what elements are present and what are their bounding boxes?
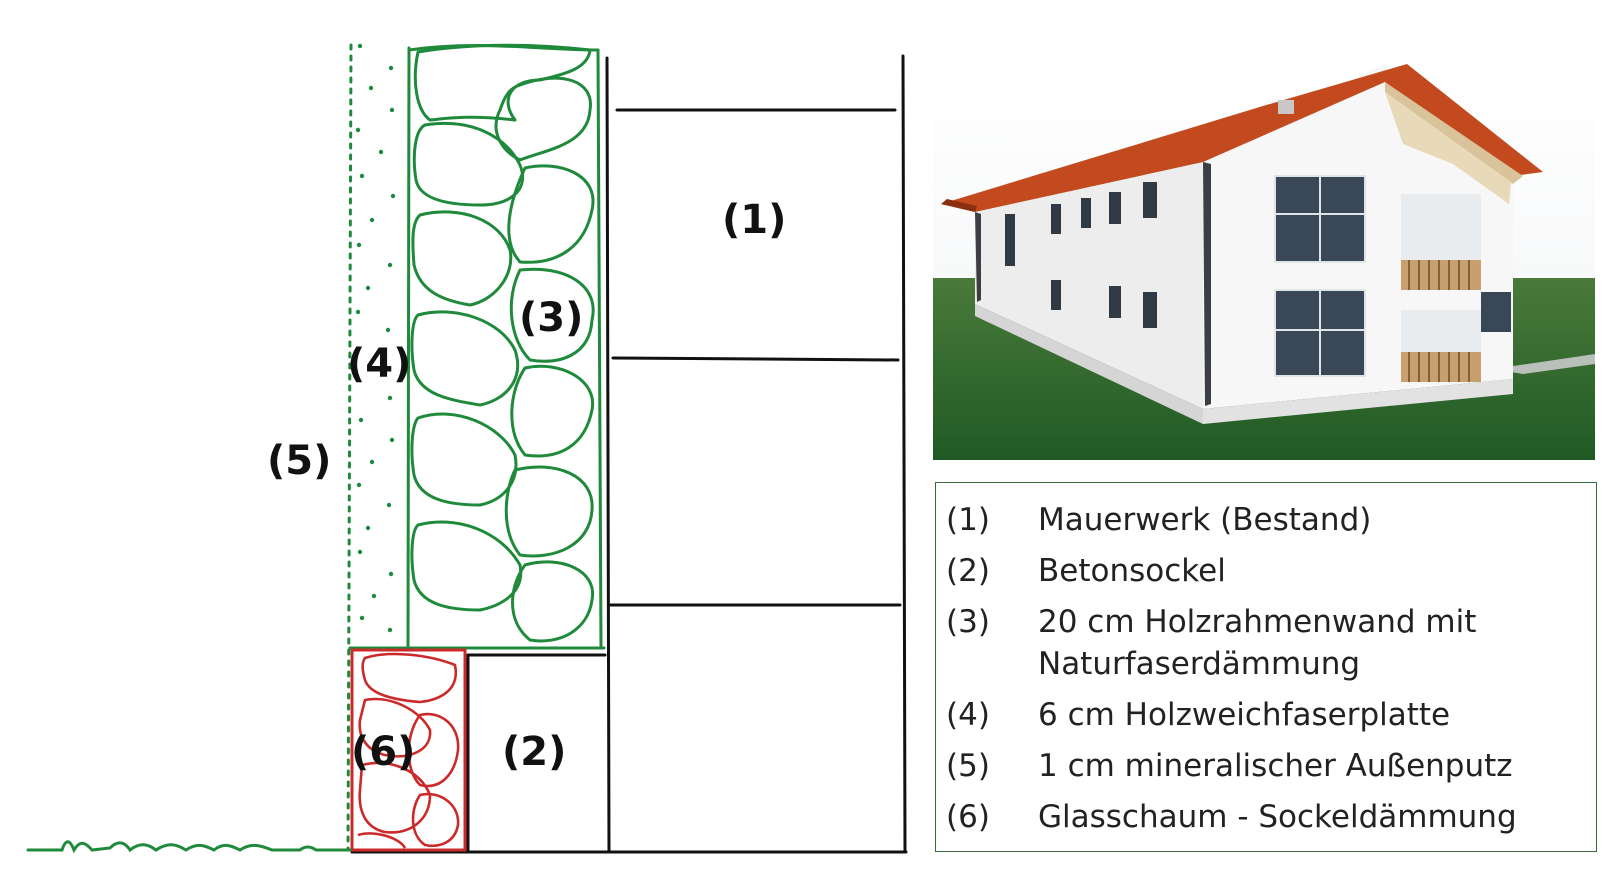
- legend-text: 6 cm Holzweichfaserplatte: [1038, 697, 1451, 733]
- masonry-outer-line: [901, 54, 907, 854]
- label-glass-foam: (6): [351, 729, 416, 775]
- label-plaster: (5): [267, 438, 332, 484]
- masonry-inner-line: [605, 56, 611, 854]
- legend-number: (3): [946, 604, 990, 640]
- wood-fibre-board-dots: [355, 43, 396, 633]
- balconies: [1401, 194, 1511, 382]
- grass-line: [26, 840, 352, 854]
- house-rendering: [933, 64, 1595, 460]
- wall-section-sketch: [26, 43, 908, 854]
- roof: [941, 64, 1543, 212]
- legend-box: (1) Mauerwerk (Bestand) (2) Betonsockel …: [935, 482, 1597, 852]
- label-timber-frame-wall: (3): [519, 295, 584, 341]
- label-concrete-base: (2): [502, 729, 567, 775]
- plaster-layer: [346, 43, 353, 852]
- masonry-structure: [350, 54, 908, 854]
- legend-number: (1): [946, 502, 990, 538]
- legend-text: Betonsockel: [1038, 553, 1226, 589]
- side-windows: [1005, 182, 1157, 328]
- legend-number: (2): [946, 553, 990, 589]
- legend-number: (6): [946, 799, 990, 835]
- legend-text: Glasschaum - Sockeldämmung: [1038, 799, 1517, 835]
- legend-text: Mauerwerk (Bestand): [1038, 502, 1372, 538]
- front-windows: [1274, 175, 1366, 377]
- legend-text: Naturfaserdämmung: [1038, 646, 1361, 682]
- masonry-joint-2: [611, 356, 900, 362]
- legend-number: (4): [946, 697, 990, 733]
- legend-text: 1 cm mineralischer Außenputz: [1038, 748, 1513, 784]
- legend-text: 20 cm Holzrahmenwand mit: [1038, 604, 1477, 640]
- natural-fibre-insulation: [410, 43, 595, 643]
- glass-foam-base-insulation: [350, 648, 467, 852]
- timber-frame-wall: [348, 44, 606, 650]
- label-wood-fibre-board: (4): [347, 341, 412, 387]
- label-masonry: (1): [722, 197, 787, 243]
- legend-number: (5): [946, 748, 990, 784]
